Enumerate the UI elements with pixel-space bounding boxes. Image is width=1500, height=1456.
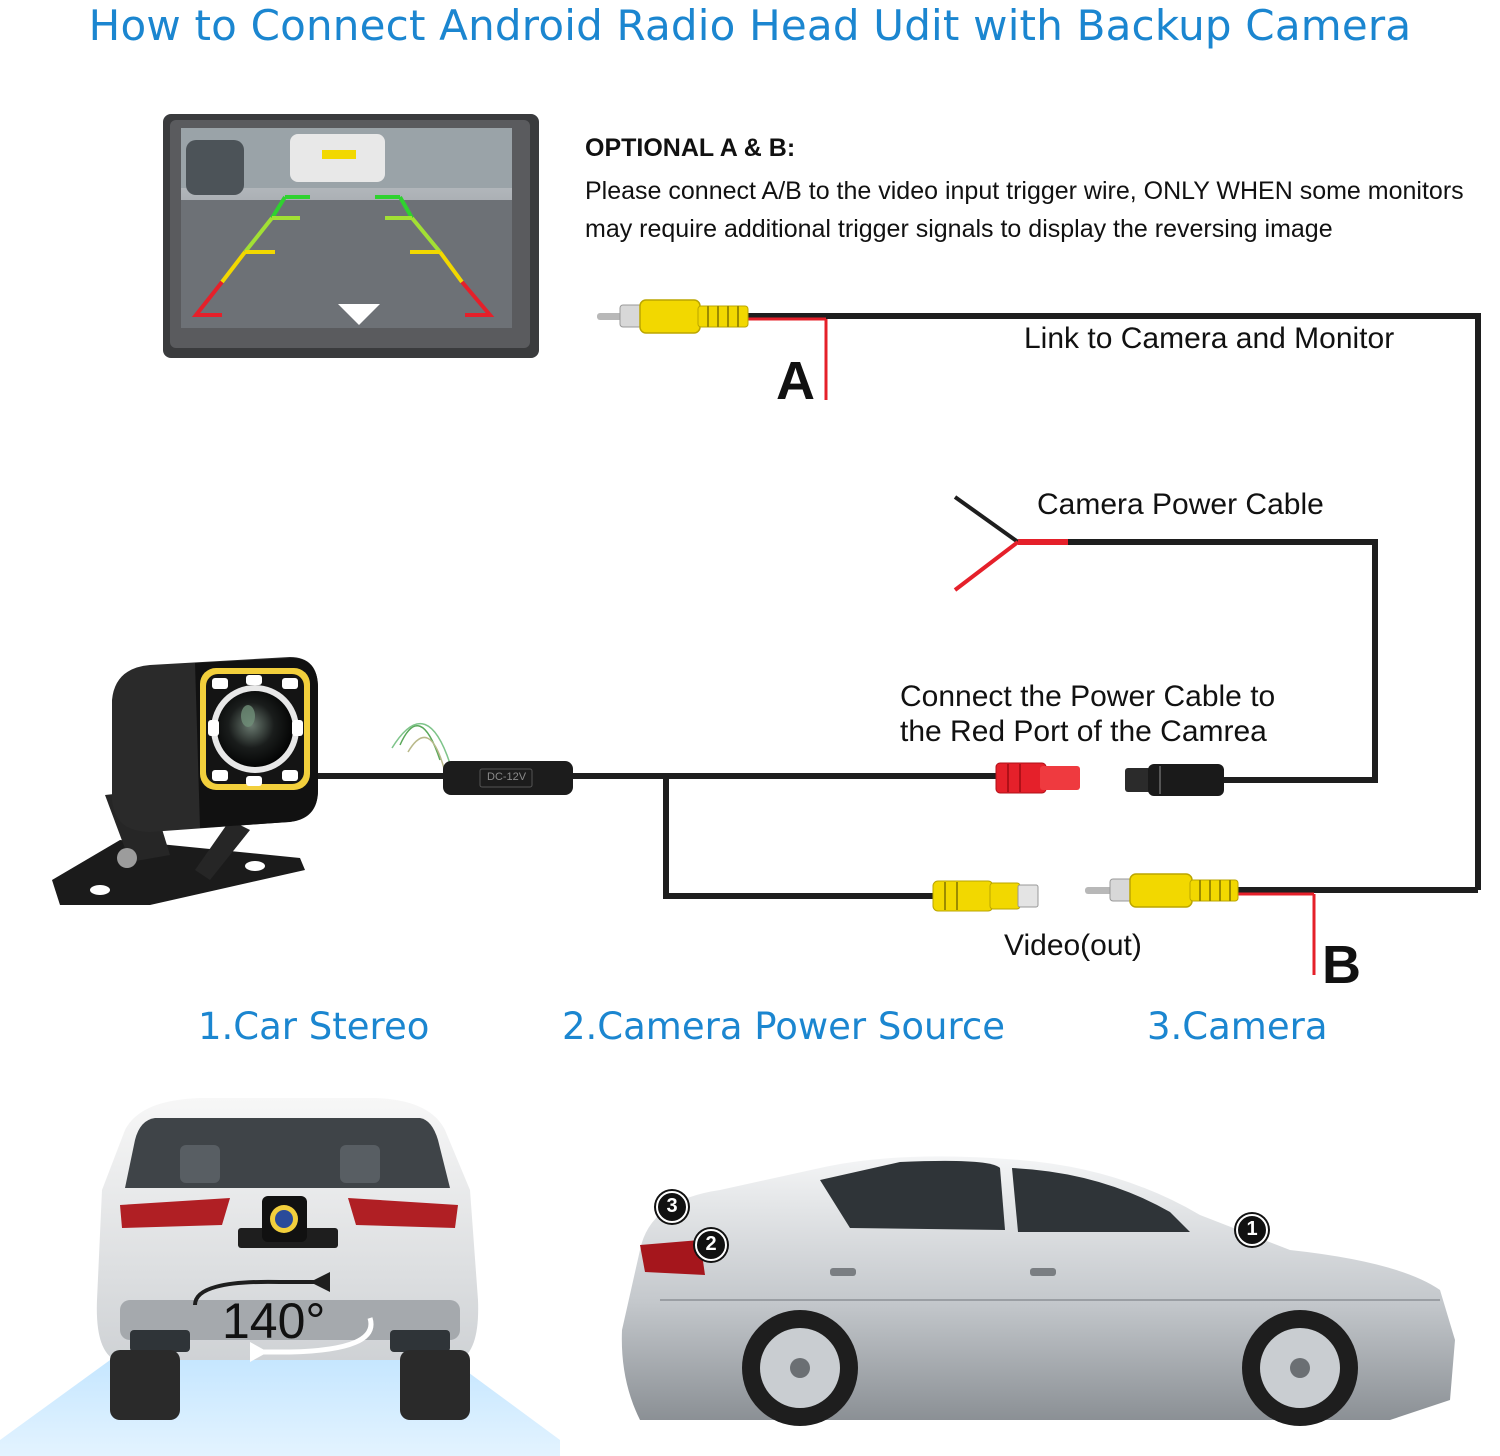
marker-1-label: 1: [1246, 1218, 1258, 1240]
power-cable-label: Camera Power Cable: [1037, 488, 1324, 521]
note-heading: OPTIONAL A & B:: [585, 134, 796, 162]
connect-power-line1: Connect the Power Cable to: [900, 680, 1276, 713]
suv-rear-icon: [0, 1098, 560, 1456]
marker-3: [654, 1189, 690, 1225]
letter-b: B: [1322, 935, 1361, 995]
section-car-stereo: 1.Car Stereo: [198, 1005, 430, 1048]
camera-power-cable: [953, 495, 1378, 796]
inline-box-label: DC-12V: [487, 771, 527, 783]
sedan-side-icon: [621, 1156, 1455, 1426]
connect-power-line2: the Red Port of the Camrea: [900, 715, 1267, 748]
section-power-source: 2.Camera Power Source: [562, 1005, 1005, 1048]
section-camera: 3.Camera: [1147, 1005, 1328, 1048]
video-out-label: Video(out): [1004, 929, 1142, 962]
backup-camera-icon: [52, 657, 318, 905]
note-body: Please connect A/B to the video input tr…: [585, 177, 1464, 243]
top-rca-cable: [597, 299, 1481, 890]
monitor-icon: [163, 114, 539, 358]
bottom-rca-cable: [1085, 873, 1478, 975]
page-title: How to Connect Android Radio Head Udit w…: [88, 1, 1412, 50]
camera-main-cable: [318, 722, 1080, 912]
link-label: Link to Camera and Monitor: [1024, 322, 1395, 355]
marker-3-label: 3: [666, 1195, 678, 1217]
marker-2: [693, 1227, 729, 1263]
angle-label: 140°: [222, 1293, 326, 1349]
marker-2-label: 2: [705, 1233, 717, 1255]
marker-1: [1234, 1212, 1270, 1248]
letter-a: A: [776, 351, 815, 411]
